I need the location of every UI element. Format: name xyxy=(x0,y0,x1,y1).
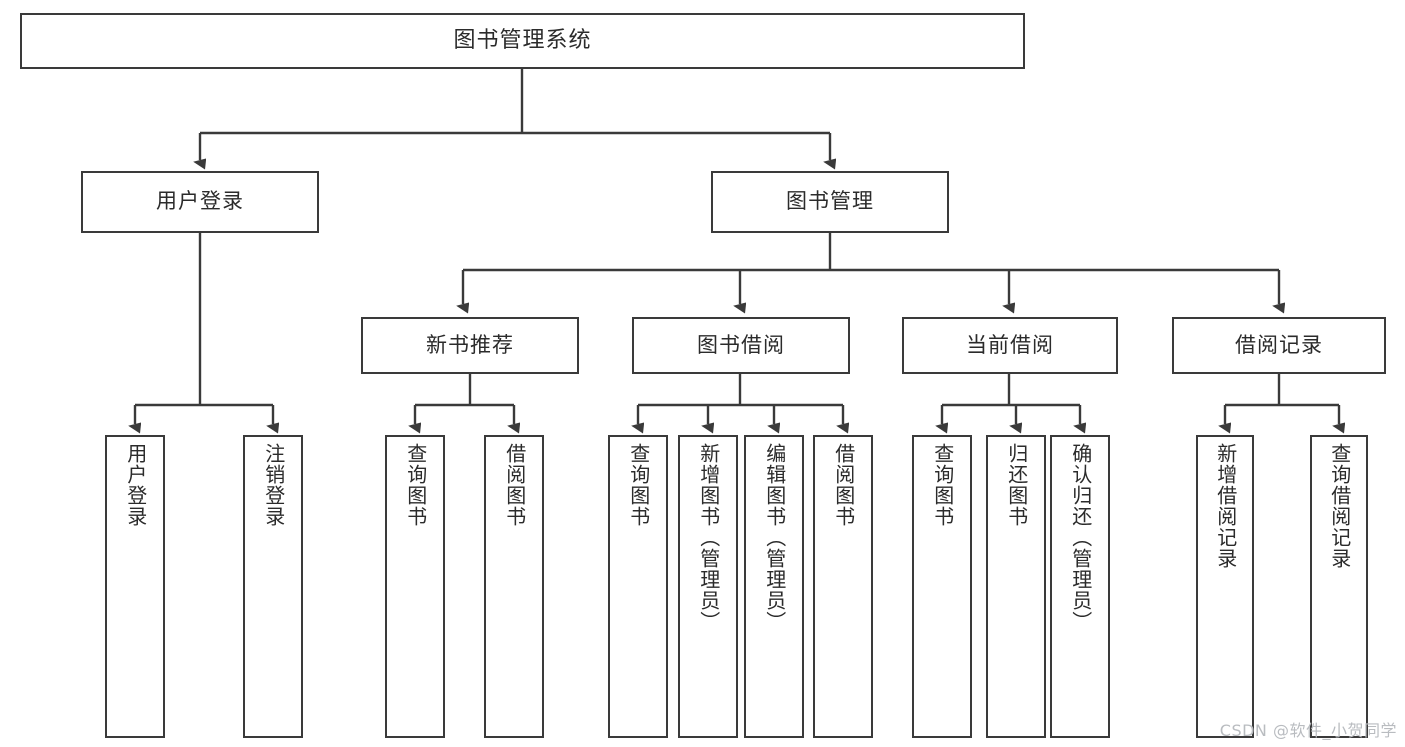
node-leaf-0-label: 用户登录 xyxy=(123,443,148,527)
node-leaf-5-label: 新增图书（管理员） xyxy=(696,443,721,632)
watermark: CSDN @软件_小贺同学 xyxy=(1219,721,1397,740)
node-leaf-11[interactable]: 新增借阅记录 xyxy=(1196,435,1254,738)
node-level3-0-label: 新书推荐 xyxy=(426,332,514,357)
node-level2-1-label: 图书管理 xyxy=(786,189,874,214)
node-level3-2-label: 当前借阅 xyxy=(966,332,1054,357)
node-leaf-0[interactable]: 用户登录 xyxy=(105,435,165,738)
node-level3-3[interactable]: 借阅记录 xyxy=(1172,317,1386,374)
node-leaf-4-label: 查询图书 xyxy=(626,443,651,527)
node-leaf-3-label: 借阅图书 xyxy=(502,443,527,527)
node-leaf-9[interactable]: 归还图书 xyxy=(986,435,1046,738)
node-root-label: 图书管理系统 xyxy=(453,27,592,53)
node-leaf-9-label: 归还图书 xyxy=(1004,443,1029,527)
node-level2-1[interactable]: 图书管理 xyxy=(711,171,949,233)
node-level3-1-label: 图书借阅 xyxy=(697,332,785,357)
node-leaf-6-label: 编辑图书（管理员） xyxy=(762,443,787,632)
node-leaf-5[interactable]: 新增图书（管理员） xyxy=(678,435,738,738)
node-level3-2[interactable]: 当前借阅 xyxy=(902,317,1118,374)
node-leaf-12[interactable]: 查询借阅记录 xyxy=(1310,435,1368,738)
node-leaf-8-label: 查询图书 xyxy=(930,443,955,527)
node-leaf-10-label: 确认归还（管理员） xyxy=(1068,443,1093,632)
node-leaf-1-label: 注销登录 xyxy=(261,443,286,527)
node-leaf-8[interactable]: 查询图书 xyxy=(912,435,972,738)
node-leaf-1[interactable]: 注销登录 xyxy=(243,435,303,738)
node-leaf-4[interactable]: 查询图书 xyxy=(608,435,668,738)
node-root[interactable]: 图书管理系统 xyxy=(20,13,1025,69)
node-level3-1[interactable]: 图书借阅 xyxy=(632,317,850,374)
node-level3-3-label: 借阅记录 xyxy=(1235,332,1323,357)
node-level3-0[interactable]: 新书推荐 xyxy=(361,317,579,374)
node-leaf-2[interactable]: 查询图书 xyxy=(385,435,445,738)
node-leaf-2-label: 查询图书 xyxy=(403,443,428,527)
node-leaf-7-label: 借阅图书 xyxy=(831,443,856,527)
node-leaf-10[interactable]: 确认归还（管理员） xyxy=(1050,435,1110,738)
node-leaf-7[interactable]: 借阅图书 xyxy=(813,435,873,738)
node-level2-0-label: 用户登录 xyxy=(156,189,244,214)
node-leaf-6[interactable]: 编辑图书（管理员） xyxy=(744,435,804,738)
node-level2-0[interactable]: 用户登录 xyxy=(81,171,319,233)
node-leaf-12-label: 查询借阅记录 xyxy=(1327,443,1352,569)
node-leaf-11-label: 新增借阅记录 xyxy=(1213,443,1238,569)
node-leaf-3[interactable]: 借阅图书 xyxy=(484,435,544,738)
